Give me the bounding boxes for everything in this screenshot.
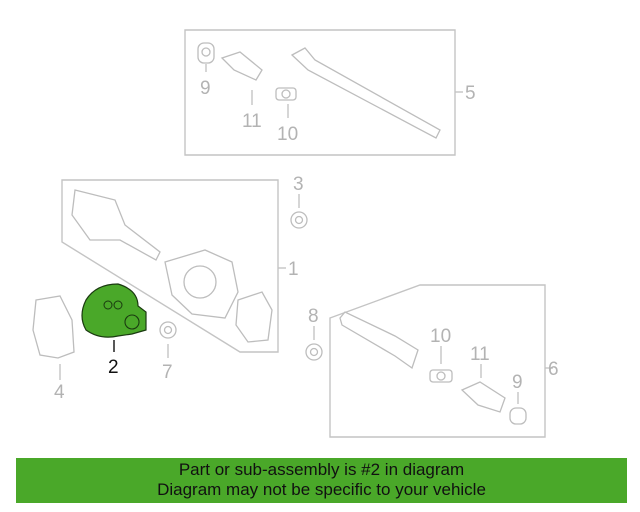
part-5-shaft[interactable] [290, 47, 441, 139]
part-10-upper[interactable] [275, 87, 297, 101]
panel-axle-shaft-upper [184, 29, 456, 156]
part-7[interactable] [159, 321, 177, 339]
callout-5[interactable]: 5 [465, 83, 476, 104]
part-9-upper[interactable] [197, 42, 215, 64]
part-9-lower[interactable] [509, 407, 527, 425]
part-6-shaft[interactable] [339, 311, 419, 370]
callout-4[interactable]: 4 [54, 382, 65, 403]
part-11-upper[interactable] [220, 51, 263, 81]
callout-3[interactable]: 3 [293, 174, 304, 195]
banner-line-disclaimer: Diagram may not be specific to your vehi… [157, 480, 486, 499]
callout-11-lower[interactable]: 11 [470, 344, 490, 365]
part-8[interactable] [305, 343, 323, 361]
part-4-cover[interactable] [32, 295, 75, 359]
callout-8[interactable]: 8 [308, 306, 319, 327]
callout-9-upper[interactable]: 9 [200, 78, 211, 99]
callout-9-lower[interactable]: 9 [512, 372, 523, 393]
callout-1[interactable]: 1 [288, 259, 299, 280]
callout-6[interactable]: 6 [548, 359, 559, 380]
part-10-lower[interactable] [429, 369, 453, 383]
callout-10-upper[interactable]: 10 [277, 124, 298, 145]
callout-7[interactable]: 7 [162, 362, 173, 383]
panel-axle-shaft-lower [329, 284, 546, 438]
part-2-differential-case[interactable] [81, 283, 147, 338]
info-banner: Part or sub-assembly is #2 in diagram Di… [16, 458, 627, 503]
callout-11-upper[interactable]: 11 [242, 111, 262, 132]
panel-axle-housing [61, 179, 279, 353]
callout-2[interactable]: 2 [108, 357, 119, 378]
callout-10-lower[interactable]: 10 [430, 326, 451, 347]
part-11-lower[interactable] [460, 381, 506, 413]
part-1-axle-housing[interactable] [71, 189, 273, 343]
part-3[interactable] [290, 211, 308, 229]
banner-line-part: Part or sub-assembly is #2 in diagram [178, 460, 465, 479]
